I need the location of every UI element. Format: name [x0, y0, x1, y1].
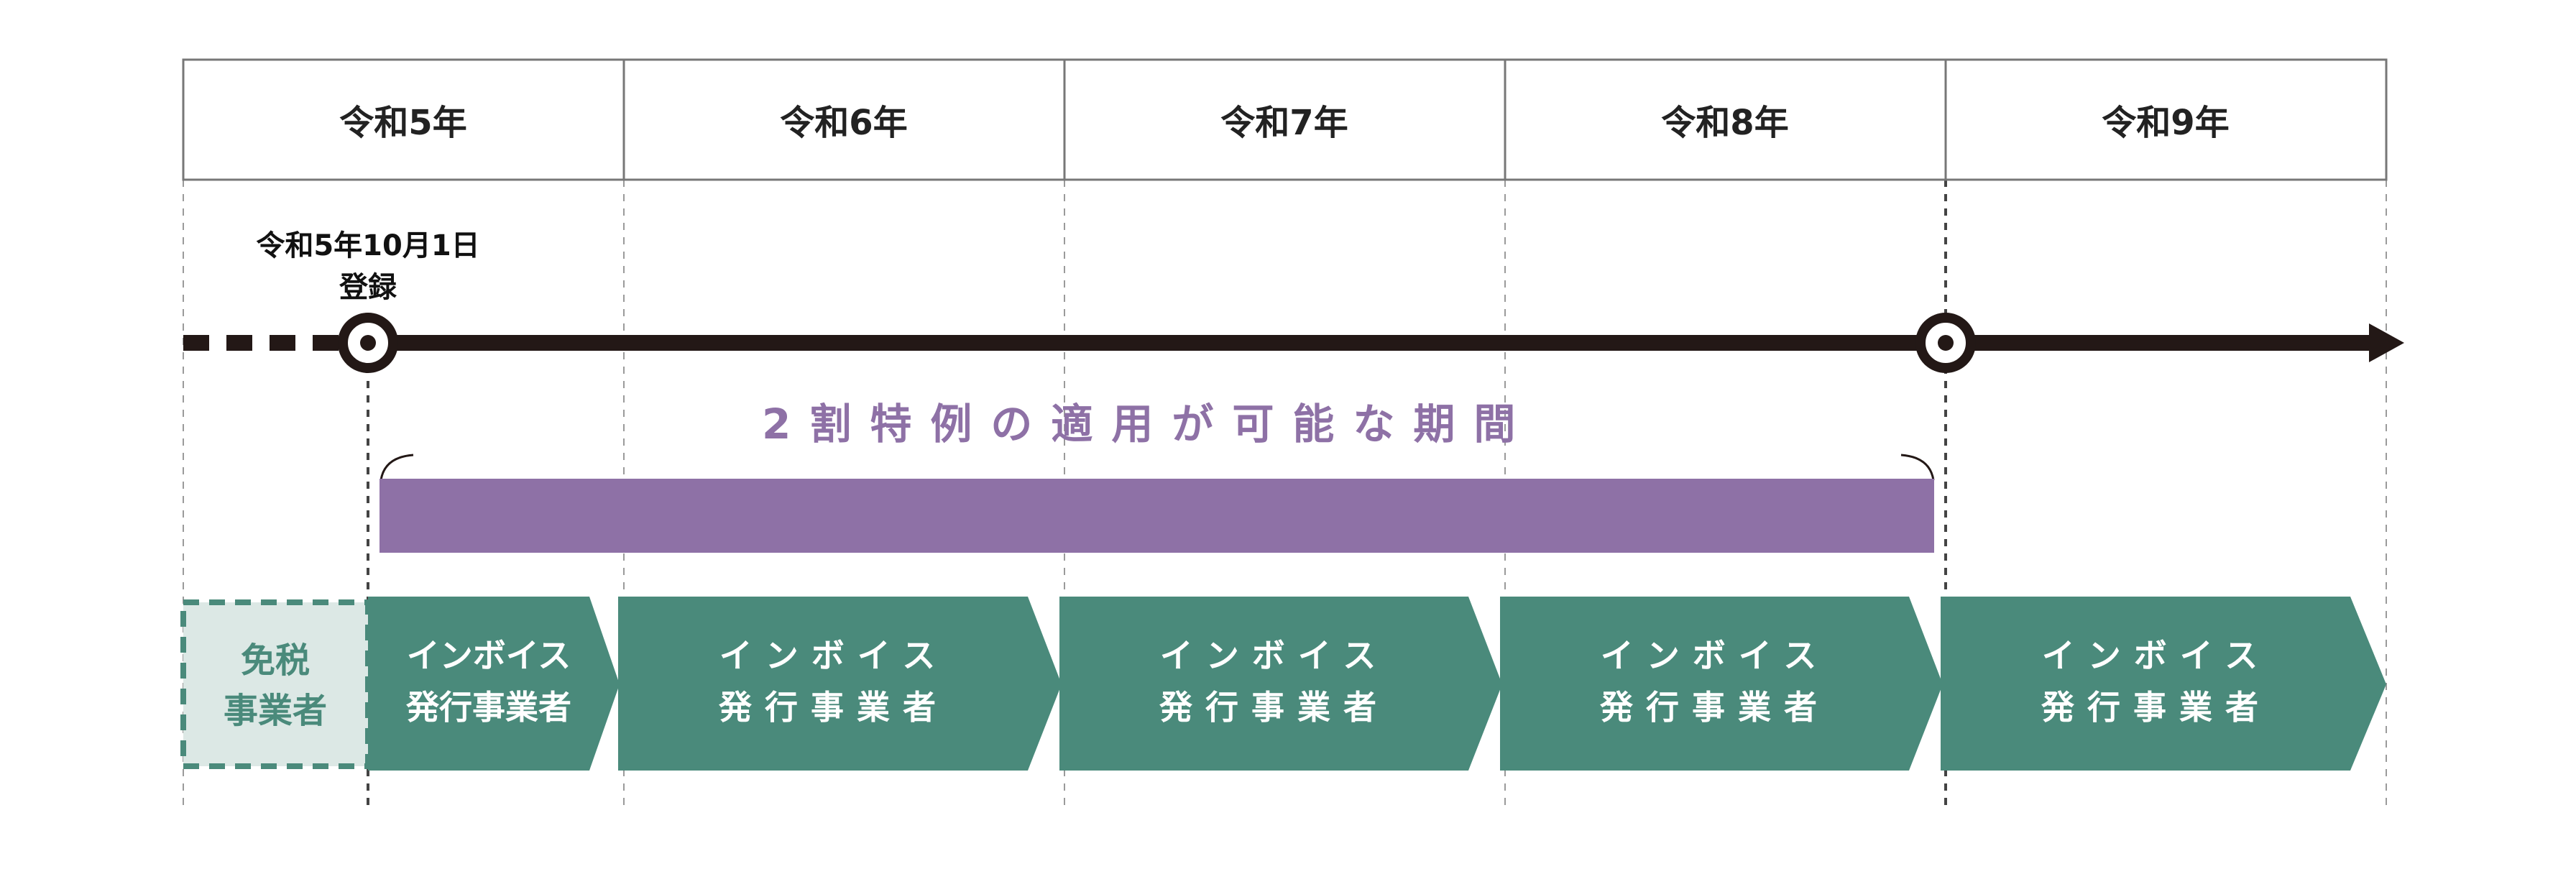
exempt-label-line1: 免税 — [241, 640, 310, 681]
timeline-arrowhead — [2369, 323, 2404, 362]
year-header: 令和5年 令和6年 令和7年 令和8年 令和9年 — [182, 58, 2388, 181]
chevron-r7-line1: インボイス — [1160, 636, 1389, 675]
year-label-r8: 令和8年 — [1661, 103, 1788, 143]
year-label-r5: 令和5年 — [339, 103, 466, 143]
chevron-r6 — [618, 597, 1062, 771]
chevron-r5-line2: 発行事業者 — [406, 688, 571, 727]
chevron-r9-line2: 発行事業者 — [2041, 688, 2271, 727]
registration-point-dot — [360, 335, 376, 351]
chevron-r5 — [368, 597, 620, 771]
exempt-label-line2: 事業者 — [224, 691, 327, 731]
chevron-r8-line2: 発行事業者 — [1600, 688, 1830, 727]
timeline — [183, 313, 2404, 373]
exempt-box-bg — [180, 599, 371, 769]
special-period-bar — [380, 479, 1934, 553]
chevron-r6-line1: インボイス — [719, 636, 949, 675]
chevron-r9 — [1941, 597, 2386, 771]
registration-date: 令和5年10月1日 — [256, 229, 479, 262]
chevron-r6-line2: 発行事業者 — [719, 688, 949, 727]
year-label-r7: 令和7年 — [1220, 103, 1348, 143]
chevron-r9-line1: インボイス — [2042, 636, 2271, 675]
year-label-r9: 令和9年 — [2102, 103, 2229, 143]
year-label-r6: 令和6年 — [780, 103, 907, 143]
year-header-box — [182, 58, 2388, 181]
invoice-chevrons: インボイス 発行事業者 インボイス 発行事業者 インボイス 発行事業者 インボイ… — [368, 597, 2386, 771]
period-bracket-right — [1900, 454, 1935, 481]
special-period-label: 2割特例の適用が可能な期間 — [762, 400, 1534, 449]
chevron-r7-line2: 発行事業者 — [1159, 688, 1389, 727]
chevron-r7 — [1059, 597, 1502, 771]
chevron-r5-line1: インボイス — [407, 636, 571, 675]
registration-label: 登録 — [339, 271, 397, 304]
exempt-business-box: 免税 事業者 — [180, 599, 371, 769]
period-end-dot — [1938, 335, 1954, 351]
chevron-r8-line1: インボイス — [1601, 636, 1830, 675]
chevron-r8 — [1500, 597, 1943, 771]
period-bracket-left — [380, 454, 414, 481]
